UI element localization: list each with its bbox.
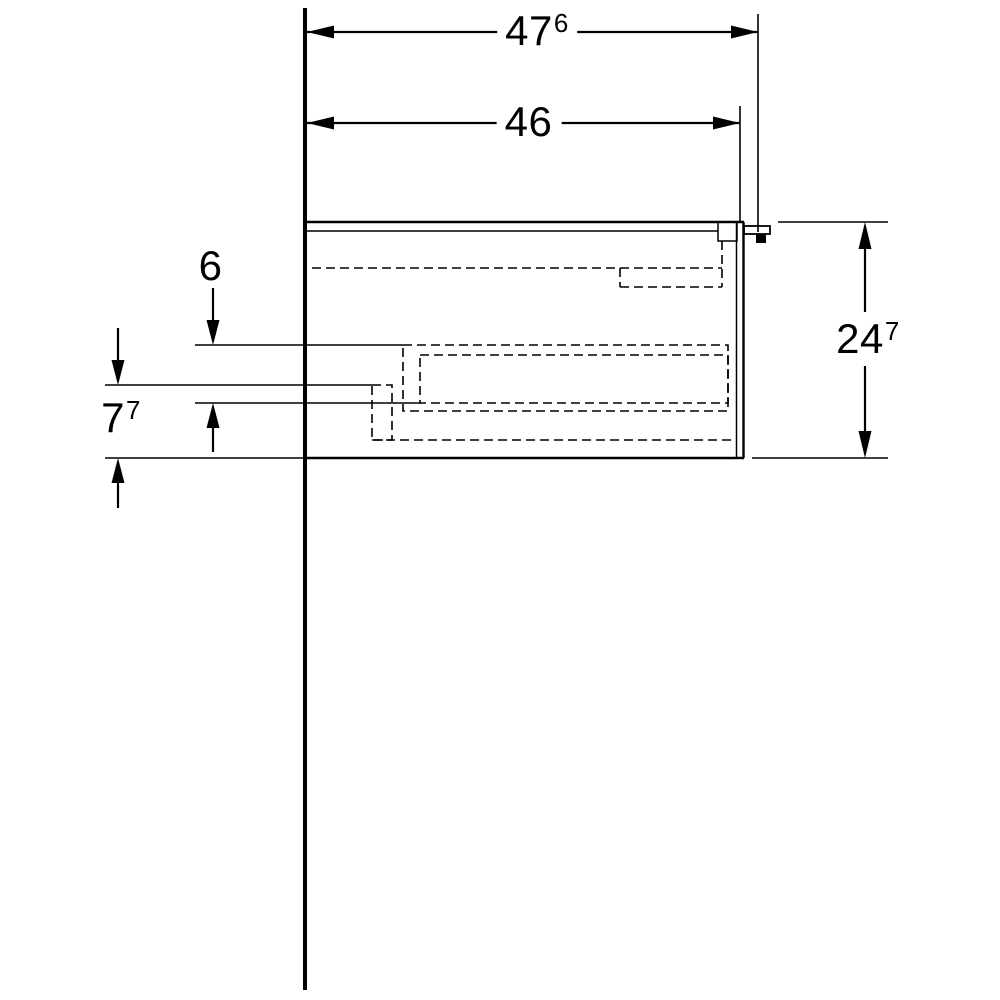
arrow-right-icon [713,116,740,130]
arrow-up-icon [858,222,872,249]
bottom-inset-sup: 7 [125,394,141,425]
top-inset-dimension [206,288,220,452]
arrow-down-icon [111,360,125,385]
bottom-inset-dimension [111,328,125,508]
height-dimension [752,221,888,459]
overall-width-label: 476 [497,6,577,54]
cabinet-outline [307,220,771,460]
arrow-left-icon [307,116,334,130]
arrow-left-icon [307,25,334,39]
cabinet-height-label: 247 [828,314,908,362]
top-inset-label: 6 [190,241,232,289]
overall-width-value: 47 [505,6,553,54]
cabinet-hidden-edges [312,241,737,441]
siphon-recess-outline [371,384,393,441]
basin-edge-profile [743,225,771,235]
cabinet-width-label: 46 [496,97,562,145]
top-inset-value: 6 [198,241,223,289]
top-rail-profile [717,221,738,242]
basin-edge-hook [756,234,766,243]
arrow-down-icon [858,431,872,458]
cabinet-height-sup: 7 [884,315,900,346]
reference-lines [105,344,420,459]
bottom-inset-label: 77 [93,393,149,441]
cabinet-width-value: 46 [504,97,553,145]
arrow-right-icon [731,25,758,39]
overall-width-sup: 6 [553,7,569,38]
bottom-inset-value: 7 [101,393,125,441]
arrow-up-icon [206,403,220,428]
cabinet-height-value: 24 [836,314,884,362]
drawer-outline-inner [419,354,729,404]
arrow-down-icon [206,320,220,345]
arrow-up-icon [111,458,125,483]
